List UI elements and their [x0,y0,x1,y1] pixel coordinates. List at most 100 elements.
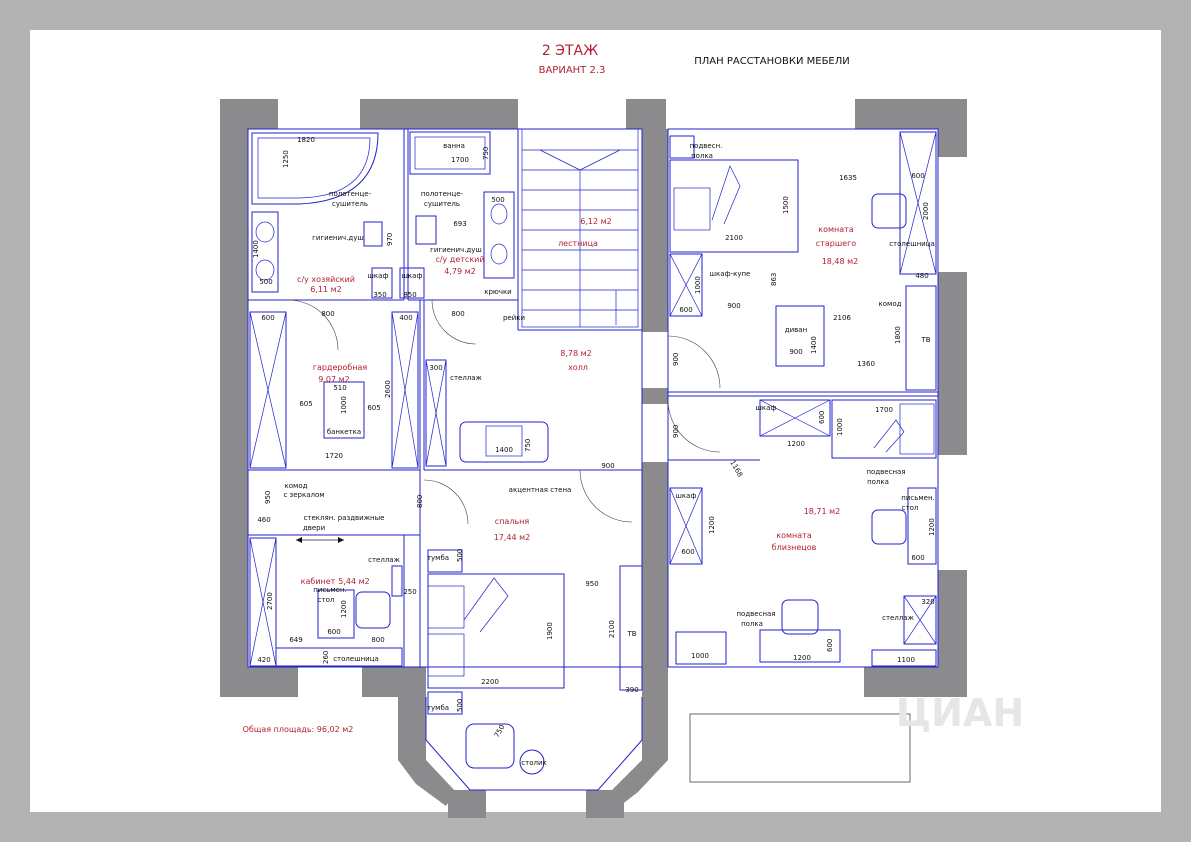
dim-1250: 1250 [282,150,290,168]
dim-800-c: 800 [416,495,424,508]
dim-850: 850 [403,291,416,299]
dim-1800: 1800 [894,326,902,344]
dim-800-b: 800 [451,310,464,318]
dim-800-d: 800 [371,636,384,644]
total-area: Общая площадь: 96,02 м2 [243,725,354,734]
desk-label-office: столешница [333,655,379,663]
dim-250: 250 [403,588,416,596]
chest-mirror-label-1: комод [285,482,308,490]
dim-1400-c: 1400 [495,446,513,454]
hanging-shelf-label-5: подвесная [736,610,775,618]
room-area-office: 5,44 м2 [338,577,369,586]
dim-1500: 1500 [782,196,790,214]
plan-title: ПЛАН РАССТАНОВКИ МЕБЕЛИ [694,56,850,67]
sliding-door-arrows [296,537,344,543]
cabinet-label-twins: шкаф [756,404,777,412]
dim-900-c: 900 [601,462,614,470]
rack-label-twins: стеллаж [882,614,914,622]
dim-1820: 1820 [297,136,315,144]
dim-2600: 2600 [384,380,392,398]
cabinet-label-1: шкаф [368,272,389,280]
dim-600-g: 600 [327,628,340,636]
hanging-shelf-label-3: подвесная [866,468,905,476]
dim-1400-a: 1400 [252,240,260,258]
tv-label-elder: ТВ [920,336,930,344]
dim-510: 510 [333,384,346,392]
furniture-labels: полотенце- сушитель гигиенич.душ шкаф шк… [283,142,934,767]
dim-1168: 1168 [728,459,744,478]
towel-dryer-label-2: сушитель [332,200,368,208]
exterior-walls [220,99,967,818]
dim-900-d: 900 [672,353,680,366]
dim-750-c: 750 [493,723,507,739]
towel-dryer-label-1: полотенце- [329,190,372,198]
room-name-elder-2: старшего [816,239,856,248]
dim-600-c: 600 [261,314,274,322]
dim-2000: 2000 [922,202,930,220]
table-label: столик [521,759,546,767]
dim-1360: 1360 [857,360,875,368]
room-name-hall: холл [568,363,588,372]
towel-dryer-label-4: сушитель [424,200,460,208]
writing-desk-label-4: стол [902,504,919,512]
bedside-label-1: тумба [427,554,449,562]
room-area-stairs: 6,12 м2 [580,217,611,226]
dim-350: 350 [373,291,386,299]
writing-desk-label-3: письмен. [901,494,935,502]
dim-1100: 1100 [897,656,915,664]
dim-600-h: 600 [826,639,834,652]
dim-750-b: 750 [524,439,532,452]
dim-500-c: 500 [456,549,464,562]
cabinet-label-twins-2: шкаф [676,492,697,500]
hooks-label: крючки [484,288,511,296]
dim-693: 693 [453,220,466,228]
sofa-label-elder: диван [785,326,807,334]
hanging-shelf-label-2: полка [691,152,713,160]
furniture [249,131,937,775]
desk-label-elder: столешница [889,240,935,248]
room-name-twins-1: комната [776,531,812,540]
hygienic-shower-label: гигиенич.душ [312,234,364,242]
dim-1635: 1635 [839,174,857,182]
room-name-office: кабинет [301,577,336,586]
dim-600-d: 600 [818,411,826,424]
dim-750-a: 750 [482,147,490,160]
dim-2106: 2106 [833,314,851,322]
dim-1400-b: 1400 [810,336,818,354]
dim-1200-d: 1200 [340,600,348,618]
room-name-elder-1: комната [818,225,854,234]
dim-400: 400 [399,314,412,322]
room-labels: 2 ЭТАЖ ВАРИАНТ 2.3 ПЛАН РАССТАНОВКИ МЕБЕ… [243,43,859,734]
terrace-outline [689,713,911,783]
dim-600-f: 600 [911,554,924,562]
watermark-text: ЦИАН [896,691,1024,735]
dim-480: 480 [915,272,928,280]
dim-1200-b: 1200 [708,516,716,534]
dim-2700: 2700 [266,592,274,610]
dim-460: 460 [257,516,270,524]
dim-1200-c: 1200 [928,518,936,536]
dim-300: 300 [429,364,442,372]
dim-800-a: 800 [321,310,334,318]
room-name-wardrobe: гардеробная [313,363,368,372]
dim-600-a: 600 [911,172,924,180]
glass-doors-label-2: двери [303,524,325,532]
dim-900-b: 900 [789,348,802,356]
dim-2100-a: 2100 [725,234,743,242]
chest-mirror-label-2: с зеркалом [283,491,324,499]
tv-label-bedroom: ТВ [626,630,636,638]
dim-600-e: 600 [681,548,694,556]
dim-950-a: 950 [264,491,272,504]
variant-label: ВАРИАНТ 2.3 [539,65,606,76]
room-area-master-bath: 6,11 м2 [310,285,341,294]
hygienic-shower-label-2: гигиенич.душ [430,246,482,254]
hanging-shelf-label-6: полка [741,620,763,628]
dim-1720: 1720 [325,452,343,460]
dim-1200-a: 1200 [787,440,805,448]
dim-1200-e: 1200 [793,654,811,662]
room-area-bedroom: 17,44 м2 [494,533,531,542]
writing-desk-label-1: письмен. [313,586,347,594]
dim-420: 420 [257,656,270,664]
rails-label: рейки [503,314,525,322]
wardrobe-coupe-label: шкаф-купе [710,270,751,278]
